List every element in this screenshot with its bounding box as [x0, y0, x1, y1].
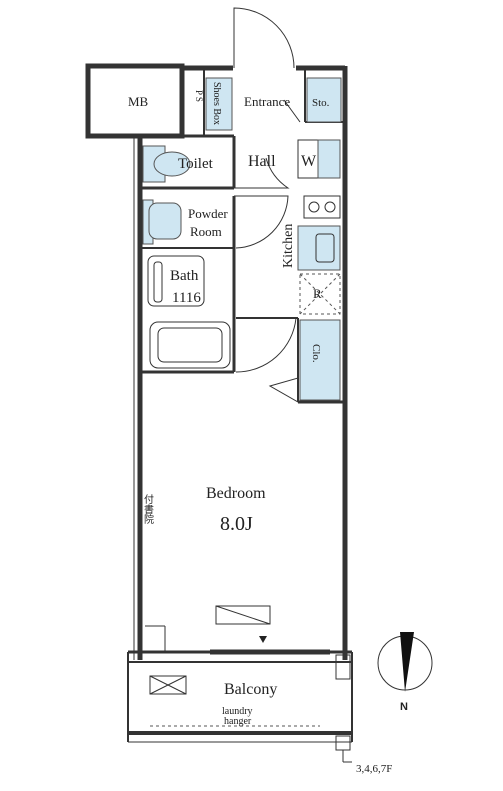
room-label-tsukeshoin: 付書院	[142, 493, 154, 525]
bath-basin	[149, 321, 231, 369]
room-label-ps: P S	[194, 90, 204, 102]
room-label-entrance: Entrance	[244, 94, 290, 109]
bath-basin-inner	[157, 327, 223, 363]
room-label-bedroom-size: 8.0J	[220, 513, 253, 535]
compass: N	[377, 632, 433, 713]
room-label-powder-1: Powder	[188, 206, 228, 221]
fridge-space	[299, 273, 341, 315]
closet-fixture	[299, 319, 341, 401]
room-label-laundry-1: laundry	[222, 706, 253, 717]
interior-walls	[140, 70, 345, 655]
room-label-hall: Hall	[248, 153, 276, 170]
air-conditioner	[215, 605, 271, 625]
room-label-mb: MB	[128, 94, 149, 109]
balcony-vent	[149, 675, 187, 695]
floors-label: 3,4,6,7F	[356, 763, 392, 775]
sink	[148, 202, 182, 240]
kitchen-counter	[297, 225, 341, 271]
room-label-powder-2: Room	[190, 224, 222, 239]
kitchen-sink	[315, 233, 335, 263]
fixtures	[142, 77, 342, 727]
washer-box	[317, 139, 341, 179]
labels: MB P S Shoes Box Entrance Sto. Toilet Ha…	[128, 82, 392, 775]
room-label-bath-2: 1116	[172, 290, 201, 306]
room-label-shoes-box: Shoes Box	[211, 82, 222, 125]
stove	[303, 195, 341, 219]
storage-fixture	[306, 77, 342, 123]
compass-needle-icon	[400, 632, 414, 692]
room-label-refrigerator: R	[313, 286, 322, 301]
toilet-bowl	[153, 151, 191, 177]
shoes-box-fixture	[205, 77, 233, 131]
compass-north-label: N	[400, 701, 408, 713]
room-label-storage: Sto.	[312, 97, 330, 109]
room-label-kitchen: Kitchen	[281, 224, 296, 268]
bath-tub	[147, 255, 205, 307]
room-label-bedroom: Bedroom	[206, 485, 266, 502]
walls	[85, 63, 353, 763]
room-label-washer: W	[301, 153, 317, 170]
room-label-balcony: Balcony	[224, 681, 277, 698]
room-label-laundry-2: hanger	[224, 716, 252, 727]
room-label-closet: Clo.	[310, 344, 322, 363]
room-label-toilet: Toilet	[178, 156, 214, 172]
bath-tub-inner	[153, 261, 163, 303]
room-label-bath-1: Bath	[170, 268, 199, 284]
